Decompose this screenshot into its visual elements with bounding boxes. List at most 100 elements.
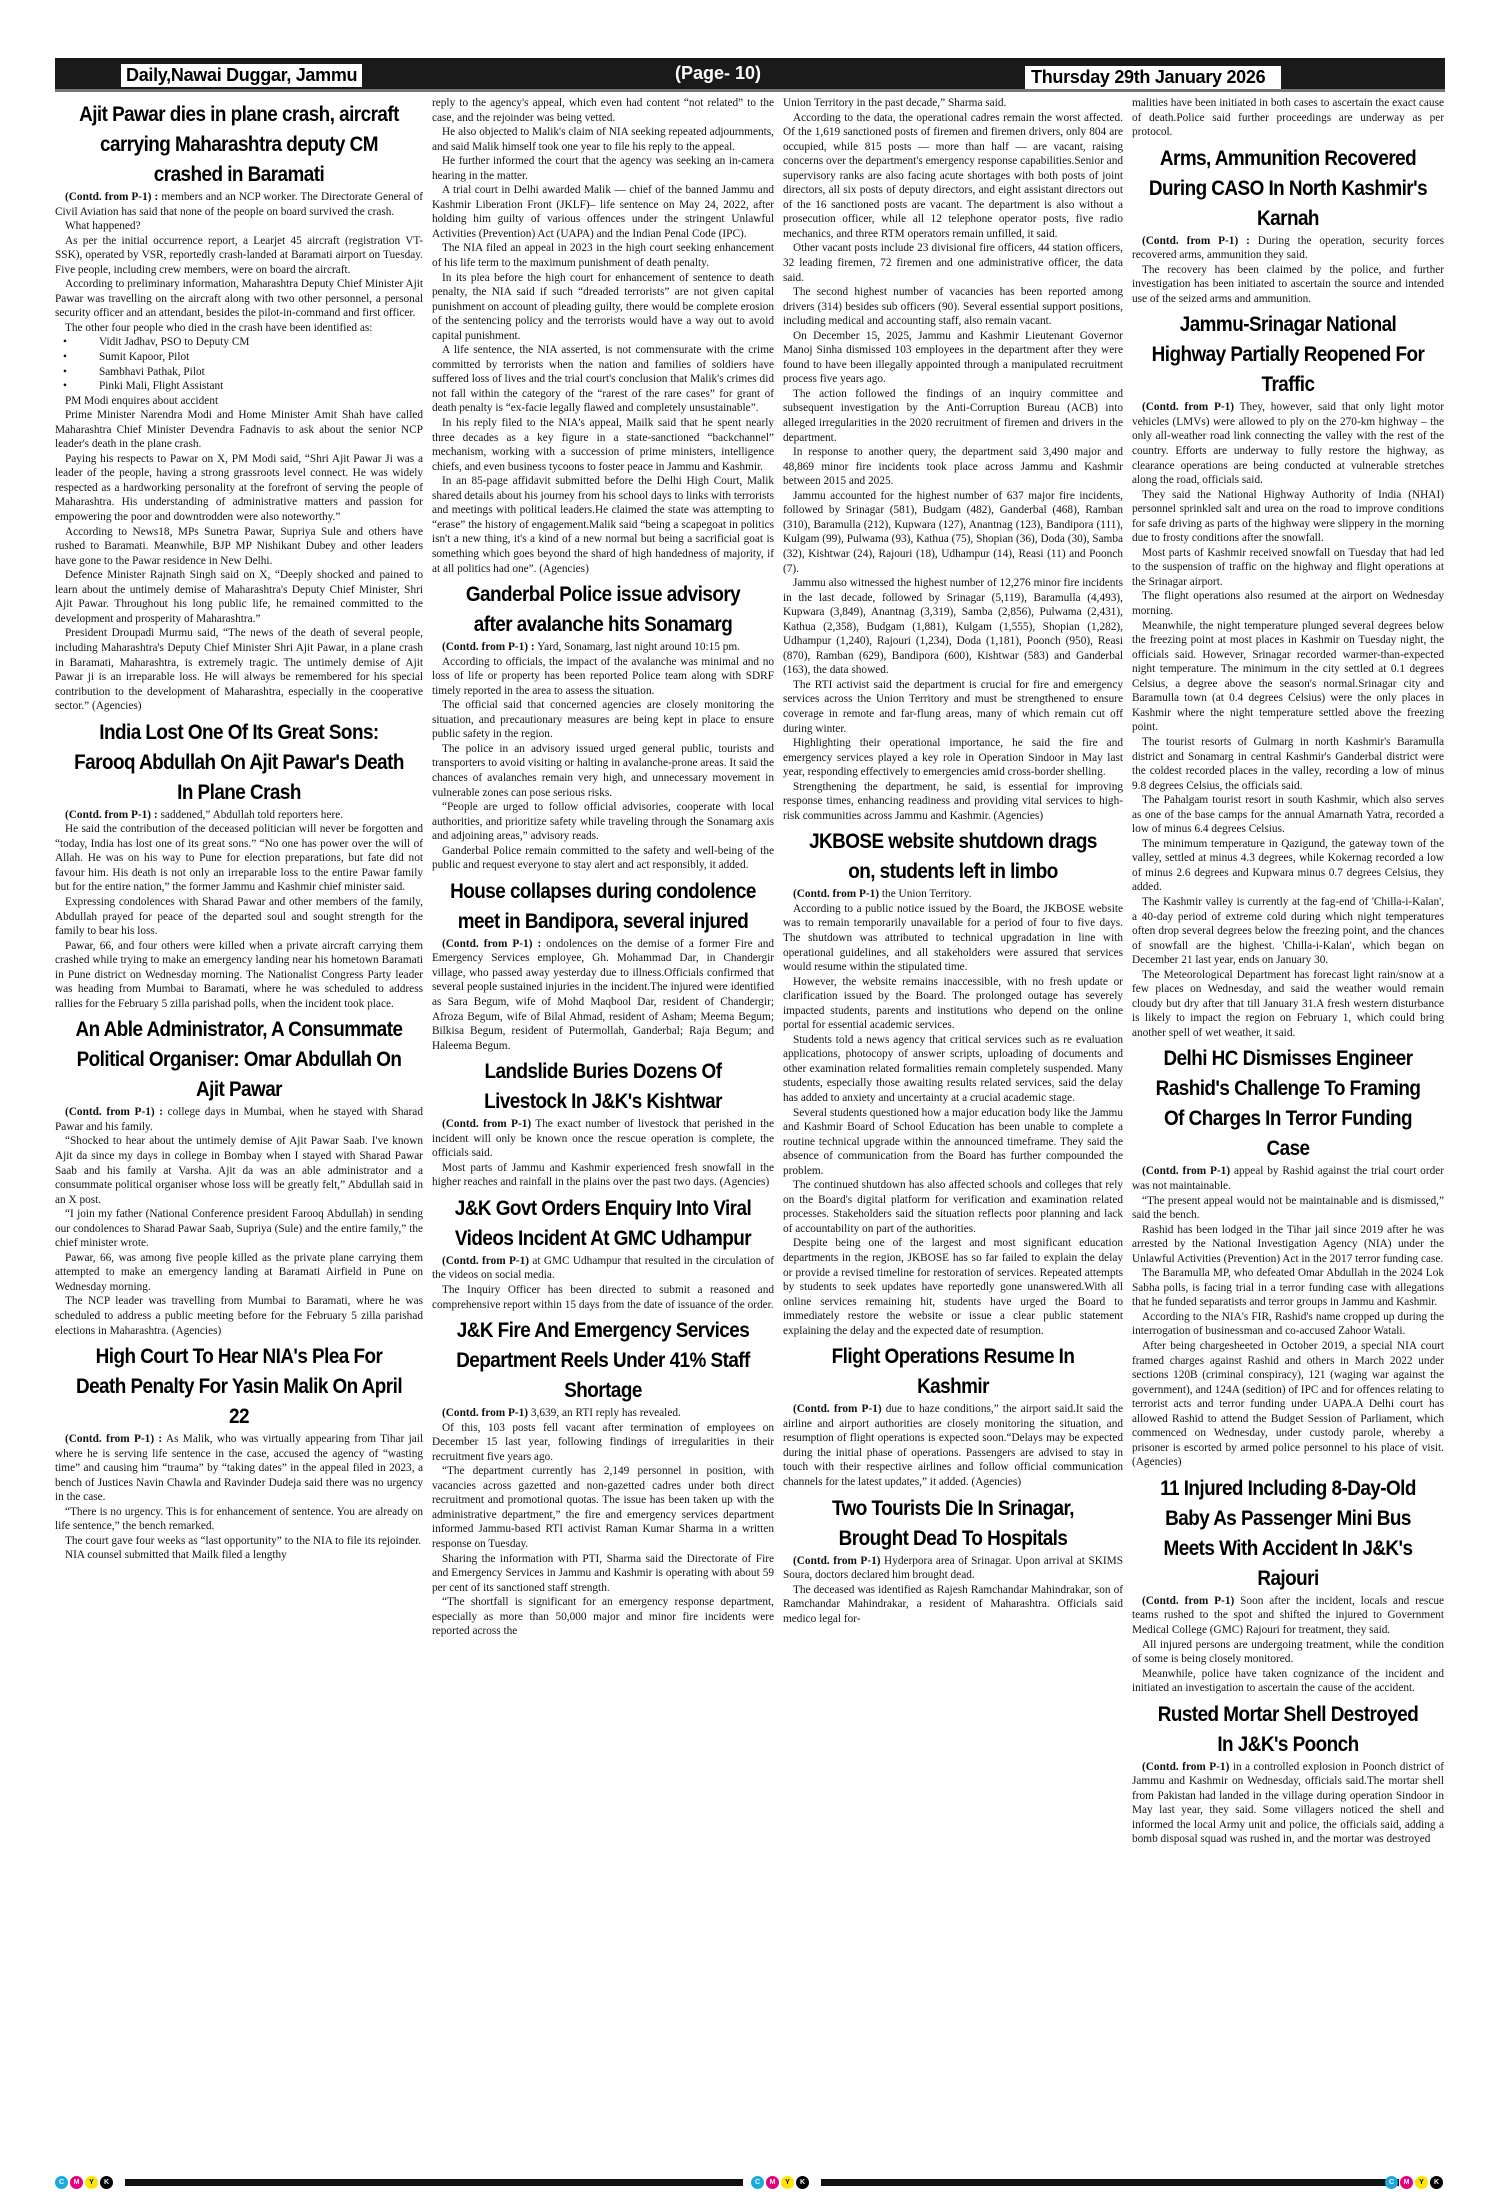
article-paragraph: Meanwhile, police have taken cognizance … bbox=[1132, 1667, 1444, 1696]
paragraph-text: Other vacant posts include 23 divisional… bbox=[783, 242, 1123, 284]
article-headline: Ganderbal Police issue advisory after av… bbox=[465, 583, 741, 637]
article-paragraph: According to preliminary information, Ma… bbox=[55, 277, 423, 321]
continued-from-label: (Contd. from P-1) : bbox=[442, 937, 542, 950]
continued-from-label: (Contd. from P-1) : bbox=[65, 808, 158, 821]
article-paragraph: Rashid has been lodged in the Tihar jail… bbox=[1132, 1223, 1444, 1267]
article-paragraph: (Contd. from P-1) : members and an NCP w… bbox=[55, 190, 423, 219]
paragraph-text: Meanwhile, police have taken cognizance … bbox=[1132, 1667, 1444, 1695]
paragraph-text: Highlighting their operational importanc… bbox=[783, 737, 1123, 779]
paragraph-text: Paying his respects to Pawar on X, PM Mo… bbox=[55, 452, 423, 524]
column-3: Union Territory in the past decade,” Sha… bbox=[783, 96, 1123, 2158]
article-headline: Rusted Mortar Shell Destroyed In J&K's P… bbox=[1157, 1702, 1419, 1756]
article-paragraph: (Contd. from P-1) The exact number of li… bbox=[432, 1117, 774, 1161]
paragraph-text: “People are urged to follow official adv… bbox=[432, 801, 774, 843]
paragraph-text: college days in Mumbai, when he stayed w… bbox=[55, 1106, 423, 1133]
newspaper-name: Daily,Nawai Duggar, Jammu bbox=[121, 64, 363, 87]
article-paragraph: NIA counsel submitted that Mailk filed a… bbox=[55, 1548, 423, 1563]
paragraph-text: The deceased was identified as Rajesh Ra… bbox=[783, 1583, 1123, 1625]
article-paragraph: (Contd. from P-1) Hyderpora area of Srin… bbox=[783, 1554, 1123, 1583]
article-headline: Landslide Buries Dozens Of Livestock In … bbox=[484, 1060, 722, 1114]
article-paragraph: Strengthening the department, he said, i… bbox=[783, 780, 1123, 824]
paragraph-text: Pawar, 66, was among five people killed … bbox=[55, 1251, 423, 1293]
issue-date: Thursday 29th January 2026 bbox=[1025, 66, 1282, 89]
article-paragraph: “The present appeal would not be maintai… bbox=[1132, 1194, 1444, 1223]
paragraph-text: “There is no urgency. This is for enhanc… bbox=[55, 1505, 423, 1533]
paragraph-text: Students told a news agency that critica… bbox=[783, 1033, 1123, 1104]
paragraph-text: Defence Minister Rajnath Singh said on X… bbox=[55, 569, 423, 625]
paragraph-text: He said the contribution of the deceased… bbox=[55, 823, 423, 894]
article-paragraph: The Meteorological Department has foreca… bbox=[1132, 968, 1444, 1041]
article-paragraph: The deceased was identified as Rajesh Ra… bbox=[783, 1583, 1123, 1627]
article-paragraph: In its plea before the high court for en… bbox=[432, 271, 774, 344]
article-paragraph: According to the NIA's FIR, Rashid's nam… bbox=[1132, 1310, 1444, 1339]
article-paragraph: The tourist resorts of Gulmarg in north … bbox=[1132, 735, 1444, 793]
paragraph-text: As Malik, who was virtually appearing fr… bbox=[55, 1433, 423, 1504]
article-paragraph: (Contd. from P-1) 3,639, an RTI reply ha… bbox=[432, 1406, 774, 1421]
bullet-list: Vidit Jadhav, PSO to Deputy CMSumit Kapo… bbox=[55, 335, 423, 393]
column-4: malities have been initiated in both cas… bbox=[1132, 96, 1444, 2158]
paragraph-text: According to preliminary information, Ma… bbox=[55, 278, 423, 320]
article-paragraph: Of this, 103 posts fell vacant after ter… bbox=[432, 1421, 774, 1465]
continued-from-label: (Contd. from P-1) bbox=[793, 888, 880, 901]
paragraph-text: Strengthening the department, he said, i… bbox=[783, 780, 1123, 822]
article-paragraph: The court gave four weeks as “last oppor… bbox=[55, 1534, 423, 1549]
paragraph-text: Sharing the information with PTI, Sharma… bbox=[432, 1552, 774, 1594]
article-paragraph: He further informed the court that the a… bbox=[432, 154, 774, 183]
article-headline: Jammu-Srinagar National Highway Partiall… bbox=[1151, 313, 1425, 397]
article-paragraph: Paying his respects to Pawar on X, PM Mo… bbox=[55, 452, 423, 525]
article-headline: High Court To Hear NIA's Plea For Death … bbox=[75, 1345, 403, 1429]
paragraph-text: appeal by Rashid against the trial court… bbox=[1132, 1165, 1444, 1192]
article-paragraph: “I join my father (National Conference p… bbox=[55, 1207, 423, 1251]
article-paragraph: What happened? bbox=[55, 219, 423, 234]
article-paragraph: Meanwhile, the night temperature plunged… bbox=[1132, 619, 1444, 735]
article-paragraph: The Kashmir valley is currently at the f… bbox=[1132, 895, 1444, 968]
article-paragraph: PM Modi enquires about accident bbox=[55, 394, 423, 409]
list-item: Pinki Mali, Flight Assistant bbox=[63, 379, 423, 394]
article-paragraph: Expressing condolences with Sharad Pawar… bbox=[55, 895, 423, 939]
article-paragraph: (Contd. from P-1) : college days in Mumb… bbox=[55, 1105, 423, 1134]
article-headline: Two Tourists Die In Srinagar, Brought De… bbox=[832, 1496, 1075, 1550]
paragraph-text: What happened? bbox=[65, 220, 141, 233]
article-paragraph: The NCP leader was travelling from Mumba… bbox=[55, 1294, 423, 1338]
article-paragraph: (Contd. from P-1) They, however, said th… bbox=[1132, 400, 1444, 487]
article-paragraph: Pawar, 66, was among five people killed … bbox=[55, 1251, 423, 1295]
paragraph-text: 3,639, an RTI reply has revealed. bbox=[530, 1407, 681, 1420]
article-paragraph: Most parts of Jammu and Kashmir experien… bbox=[432, 1161, 774, 1190]
footer-rule bbox=[821, 2179, 1399, 2186]
paragraph-text: Yard, Sonamarg, last night around 10:15 … bbox=[537, 641, 740, 654]
paragraph-text: They, however, said that only light moto… bbox=[1132, 401, 1444, 487]
paragraph-text: The Kashmir valley is currently at the f… bbox=[1132, 895, 1444, 967]
article-paragraph: A trial court in Delhi awarded Malik — c… bbox=[432, 183, 774, 241]
cmyk-dot-icon: Y bbox=[85, 2176, 98, 2189]
list-item-text: Sambhavi Pathak, Pilot bbox=[99, 365, 205, 378]
article-paragraph: In an 85-page affidavit submitted before… bbox=[432, 474, 774, 576]
paragraph-text: According to News18, MPs Sunetra Pawar, … bbox=[55, 525, 423, 567]
paragraph-text: Rashid has been lodged in the Tihar jail… bbox=[1132, 1223, 1444, 1265]
continued-from-label: (Contd. from P-1) bbox=[1142, 1760, 1230, 1773]
article-paragraph: (Contd. from P-1) the Union Territory. bbox=[783, 887, 1123, 902]
article-paragraph: reply to the agency's appeal, which even… bbox=[432, 96, 774, 125]
article-paragraph: Pawar, 66, and four others were killed w… bbox=[55, 939, 423, 1012]
article-paragraph: (Contd. from P-1) in a controlled explos… bbox=[1132, 1760, 1444, 1847]
article-paragraph: “People are urged to follow official adv… bbox=[432, 800, 774, 844]
list-item: Vidit Jadhav, PSO to Deputy CM bbox=[63, 335, 423, 350]
paragraph-text: According to a public notice issued by t… bbox=[783, 902, 1123, 974]
continued-from-label: (Contd. from P-1) : bbox=[65, 1433, 163, 1446]
paragraph-text: According to the NIA's FIR, Rashid's nam… bbox=[1132, 1310, 1444, 1338]
column-1: Ajit Pawar dies in plane crash, aircraft… bbox=[55, 96, 423, 2158]
article-paragraph: The Pahalgam tourist resort in south Kas… bbox=[1132, 793, 1444, 837]
continued-from-label: (Contd. from P-1) : bbox=[1142, 234, 1250, 247]
list-item-text: Sumit Kapoor, Pilot bbox=[99, 351, 190, 364]
news-columns: Ajit Pawar dies in plane crash, aircraft… bbox=[55, 96, 1445, 2158]
paragraph-text: According to officials, the impact of th… bbox=[432, 655, 774, 697]
article-paragraph: The flight operations also resumed at th… bbox=[1132, 589, 1444, 618]
continued-from-label: (Contd. from P-1) bbox=[1142, 1165, 1231, 1178]
paragraph-text: The recovery has been claimed by the pol… bbox=[1132, 263, 1444, 305]
article-paragraph: After being chargesheeted in October 201… bbox=[1132, 1339, 1444, 1470]
paragraph-text: The RTI activist said the department is … bbox=[783, 678, 1123, 735]
paragraph-text: All injured persons are undergoing treat… bbox=[1132, 1638, 1444, 1666]
paragraph-text: The Meteorological Department has foreca… bbox=[1132, 968, 1444, 1039]
paragraph-text: reply to the agency's appeal, which even… bbox=[432, 97, 774, 124]
footer-rule bbox=[125, 2179, 743, 2186]
